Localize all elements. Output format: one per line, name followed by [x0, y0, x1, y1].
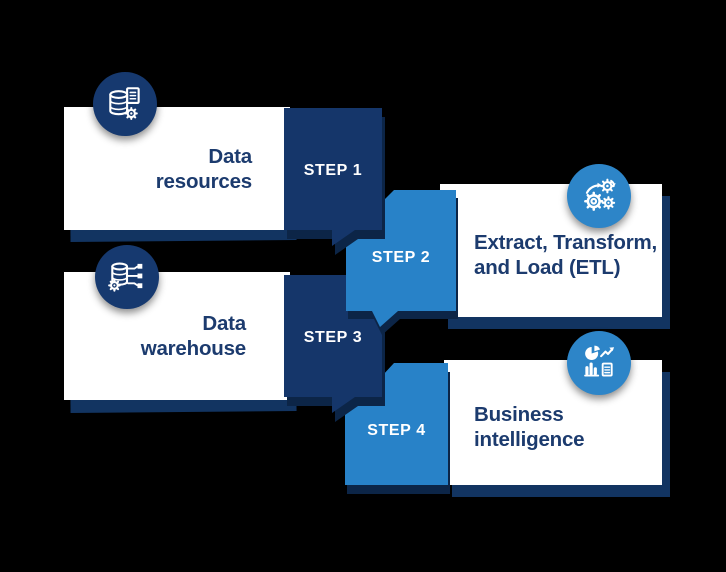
- step-1-title: Data resources: [156, 144, 252, 194]
- title-line: intelligence: [474, 427, 585, 451]
- title-line: and Load (ETL): [474, 255, 621, 279]
- step-1-label: STEP 1: [303, 162, 363, 179]
- title-line: Data: [202, 312, 246, 335]
- database-network-icon: [95, 245, 159, 309]
- step-4-title: Business intelligence: [474, 402, 585, 452]
- title-line: Business: [474, 402, 564, 426]
- step-2-label: STEP 2: [371, 249, 431, 266]
- tab-shape: [284, 108, 382, 246]
- title-line: warehouse: [140, 337, 246, 360]
- step-2-tab: STEP 2: [346, 190, 458, 335]
- step-3-label: STEP 3: [303, 329, 363, 346]
- step-3-title: Data warehouse: [141, 311, 246, 361]
- transform-gears-icon: [567, 164, 631, 228]
- step-3-tab: STEP 3: [284, 275, 385, 422]
- step-4-label: STEP 4: [367, 422, 426, 439]
- step-2-title: Extract, Transform, and Load (ETL): [474, 230, 657, 280]
- title-line: Extract, Transform,: [474, 230, 658, 254]
- step-4-card: Business intelligence: [444, 360, 662, 485]
- step-1-tab: STEP 1: [284, 108, 385, 255]
- step-1-card: Data resources: [64, 107, 290, 230]
- title-line: Data: [208, 144, 252, 168]
- database-document-gear-icon: [93, 72, 157, 136]
- business-intelligence-icon: [567, 331, 631, 395]
- title-line: resources: [155, 169, 252, 193]
